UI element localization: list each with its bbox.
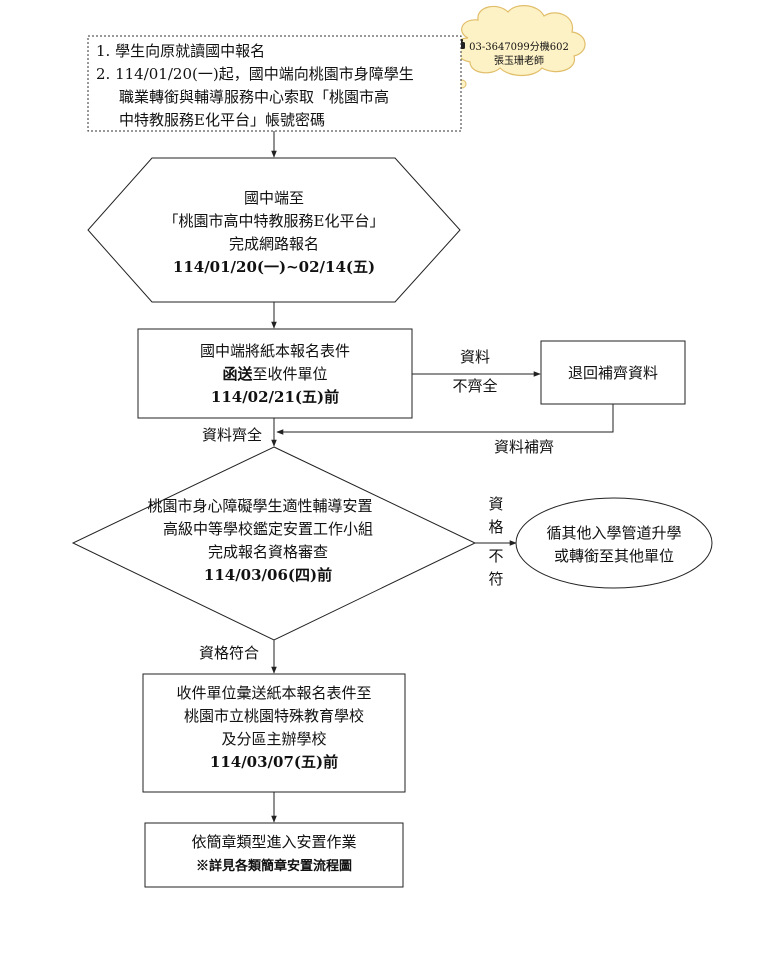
paper-date: 114/02/21(五)前: [211, 388, 339, 406]
label-incomplete-1: 資料: [460, 348, 490, 366]
label-not-qualified-2: 格: [488, 518, 503, 536]
review-line-1: 桃園市身心障礙學生適性輔導安置: [147, 497, 372, 515]
placement-line-2: ※詳見各類簡章安置流程圖: [196, 858, 352, 874]
online-registration-step: 國中端至 「桃園市高中特教服務E化平台」 完成網路報名 114/01/20(一)…: [87, 157, 461, 303]
registration-date: 114/01/20(一)~02/14(五): [173, 258, 375, 276]
review-step: 桃園市身心障礙學生適性輔導安置 高級中等學校鑑定安置工作小組 完成報名資格審查 …: [71, 446, 477, 641]
label-complete: 資料齊全: [202, 426, 262, 444]
label-supplement: 資料補齊: [494, 438, 554, 456]
registration-line-1: 國中端至: [244, 189, 304, 207]
forward-line-3: 及分區主辦學校: [221, 730, 326, 748]
label-incomplete-2: 不齊全: [452, 377, 497, 395]
registration-line-2: 「桃園市高中特教服務E化平台」: [164, 212, 385, 230]
intro-line-4: 中特教服務E化平台」帳號密碼: [119, 111, 325, 129]
review-line-3: 完成報名資格審查: [208, 543, 328, 561]
registration-line-3: 完成網路報名: [229, 235, 319, 253]
placement-line-1: 依簡章類型進入安置作業: [191, 833, 356, 851]
other-route-line-1: 循其他入學管道升學: [546, 524, 681, 542]
label-not-qualified-3: 不: [488, 547, 503, 565]
paper-submission-step: 國中端將紙本報名表件 函送至收件單位 114/02/21(五)前: [137, 328, 413, 419]
forward-step: 收件單位彙送紙本報名表件至 桃園市立桃園特殊教育學校 及分區主辦學校 114/0…: [142, 673, 406, 793]
arrow-return-to-merge: [276, 404, 614, 435]
return-docs-label: 退回補齊資料: [568, 364, 658, 382]
placement-step: 依簡章類型進入安置作業 ※詳見各類簡章安置流程圖: [144, 822, 404, 888]
contact-person: 張玉珊老師: [494, 54, 544, 67]
other-route-line-2: 或轉銜至其他單位: [554, 547, 674, 565]
review-date: 114/03/06(四)前: [204, 566, 332, 584]
forward-date: 114/03/07(五)前: [210, 753, 338, 771]
label-qualified: 資格符合: [199, 644, 259, 662]
other-route-step: 循其他入學管道升學 或轉銜至其他單位: [515, 497, 713, 589]
review-line-2: 高級中等學校鑑定安置工作小組: [163, 520, 373, 538]
contact-cloud: 03-3647099分機602 張玉珊老師: [447, 5, 586, 107]
intro-line-3: 職業轉銜與輔導服務中心索取「桃園市高: [119, 88, 389, 106]
paper-line-2-rest: 至收件單位: [253, 365, 328, 383]
paper-line-1: 國中端將紙本報名表件: [200, 342, 350, 360]
intro-box: 1. 學生向原就讀國中報名 2. 114/01/20(一)起，國中端向桃園市身障…: [87, 35, 462, 132]
intro-line-1: 1. 學生向原就讀國中報名: [96, 42, 265, 60]
label-not-qualified-1: 資: [488, 495, 503, 513]
paper-line-2-bold: 函送: [222, 365, 253, 383]
paper-line-2: 函送至收件單位: [222, 365, 327, 383]
label-not-qualified-4: 符: [488, 570, 503, 588]
forward-line-1: 收件單位彙送紙本報名表件至: [176, 684, 371, 702]
contact-phone: 03-3647099分機602: [469, 40, 569, 53]
intro-line-2: 2. 114/01/20(一)起，國中端向桃園市身障學生: [96, 65, 414, 83]
return-docs-step: 退回補齊資料: [540, 340, 686, 405]
forward-line-2: 桃園市立桃園特殊教育學校: [184, 707, 364, 725]
